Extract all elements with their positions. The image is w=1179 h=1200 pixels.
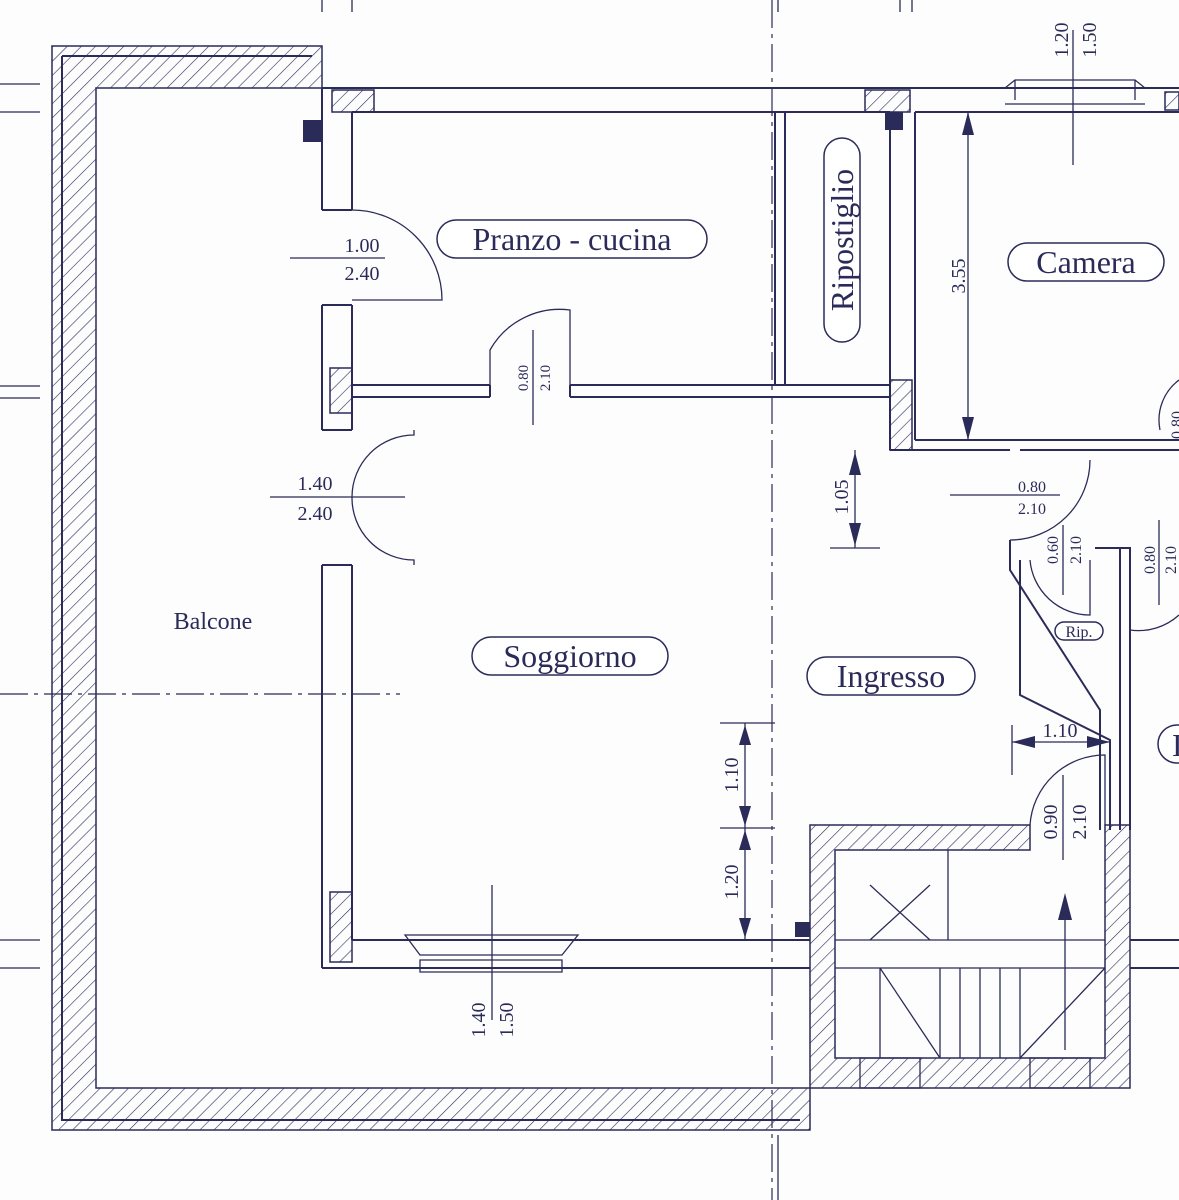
dim-door-entrance-height: 2.10 [1069, 805, 1091, 840]
doors [351, 209, 1179, 826]
dim-door-entrance-width: 0.90 [1040, 805, 1062, 840]
stairwell [809, 824, 1131, 1089]
windows [403, 79, 1146, 973]
room-label-camera: Camera [1036, 244, 1136, 280]
dim-door-kitchen-width: 0.80 [516, 365, 532, 391]
walls [303, 87, 1179, 969]
dim-door-balcony-living-height: 2.40 [298, 503, 333, 525]
dim-ingresso-offset: 1.05 [831, 480, 853, 515]
dim-corridor-width: 1.10 [1043, 720, 1078, 742]
dim-door-kitchen-height: 2.10 [538, 365, 554, 391]
dim-door-rip-width: 0.60 [1045, 536, 1062, 564]
dim-window-bottom-height: 1.50 [496, 1003, 518, 1038]
dim-camera-depth: 3.55 [948, 259, 970, 294]
room-label-rip: Rip. [1065, 624, 1092, 641]
dim-door-camera-height: 2.10 [1018, 501, 1046, 518]
dim-door-right-top-partial: 0.80 [1169, 411, 1179, 439]
dim-window-top-sill: 1.50 [1079, 23, 1101, 58]
dim-door-rip-height: 2.10 [1068, 536, 1085, 564]
dim-living-upper: 1.10 [721, 758, 743, 793]
dim-door-balcony-kitchen-width: 1.00 [345, 235, 380, 257]
room-label-pranzo-cucina: Pranzo - cucina [472, 221, 671, 257]
dimension-lines [270, 30, 1160, 1020]
balcony-parapet [51, 45, 811, 1131]
room-labels: Pranzo - cucina Ripostiglio Camera Soggi… [174, 137, 1179, 764]
room-label-ripostiglio: Ripostiglio [824, 169, 860, 311]
dim-door-camera-width: 0.80 [1018, 479, 1046, 496]
room-label-partial: I [1172, 727, 1179, 763]
dim-door-balcony-kitchen-height: 2.40 [345, 263, 380, 285]
dim-door-right-height: 2.10 [1163, 546, 1179, 574]
room-label-ingresso: Ingresso [837, 658, 945, 694]
dim-door-right-width: 0.80 [1142, 546, 1159, 574]
dimension-labels: 1.20 1.50 1.00 2.40 0.80 2.10 1.40 2.40 … [298, 23, 1179, 1038]
room-label-soggiorno: Soggiorno [503, 638, 636, 674]
dim-door-balcony-living-width: 1.40 [298, 473, 333, 495]
dim-living-lower: 1.20 [721, 865, 743, 900]
dim-window-top-height: 1.20 [1051, 23, 1073, 58]
dim-window-bottom-width: 1.40 [468, 1003, 490, 1038]
room-label-balcone: Balcone [174, 609, 253, 635]
